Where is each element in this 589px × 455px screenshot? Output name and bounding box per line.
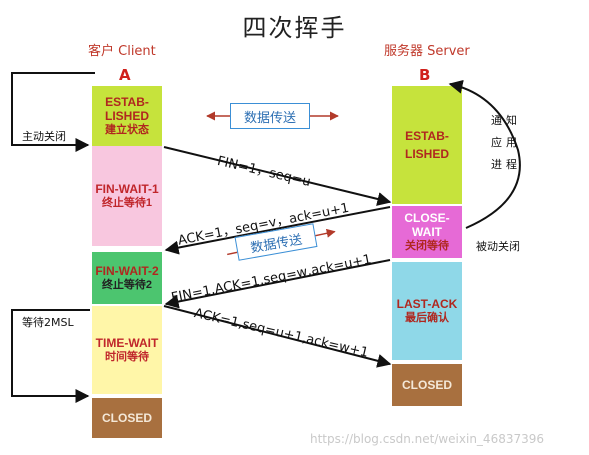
server-state-close-wait-en: CLOSE-WAIT [404,211,450,239]
wait-2msl-loop [11,309,90,403]
server-node-letter: B [419,66,431,84]
notify-char: 通 [491,114,502,127]
notify-char: 进 [491,158,502,171]
client-state-fin-wait-2-en: FIN-WAIT-2 [95,264,159,278]
server-state-last-ack-cn: 最后确认 [405,312,449,324]
watermark: https://blog.csdn.net/weixin_46837396 [310,432,545,446]
client-state-fin-wait-1: FIN-WAIT-1 终止等待1 [92,146,162,246]
client-node-letter: A [119,66,131,84]
client-state-fin-wait-1-en: FIN-WAIT-1 [95,182,159,196]
notify-char: 程 [506,158,517,171]
fin1-arrow [163,146,392,206]
server-state-close-wait-cn: 关闭等待 [405,240,449,252]
ack2-arrow [163,305,392,368]
server-state-closed: CLOSED [392,364,462,406]
active-close-note: 主动关闭 [22,130,66,143]
server-state-established-en: ESTAB-LISHED [404,129,449,161]
client-state-fin-wait-2: FIN-WAIT-2 终止等待2 [92,252,162,304]
client-state-established-cn: 建立状态 [105,124,149,136]
server-state-last-ack: LAST-ACK 最后确认 [392,262,462,360]
notify-char: 知 [506,114,517,127]
active-close-loop [11,72,95,152]
server-state-last-ack-en: LAST-ACK [396,297,458,311]
client-state-time-wait: TIME-WAIT 时间等待 [92,306,162,394]
data-transfer-box-1: 数据传送 [230,103,310,129]
notify-char: 应 [491,136,502,149]
client-state-time-wait-cn: 时间等待 [105,351,149,363]
client-state-fin-wait-2-cn: 终止等待2 [101,279,153,291]
wait-2msl-note: 等待2MSL [22,316,74,329]
diagram-title: 四次挥手 [242,14,347,42]
client-state-established-en: ESTAB-LISHED [104,95,149,123]
server-label: 服务器 Server [384,44,470,59]
client-state-closed: CLOSED [92,398,162,438]
notify-app-note: 通 知 应 用 进 程 [491,110,517,176]
passive-close-loop [448,79,521,229]
client-state-closed-en: CLOSED [101,410,152,425]
passive-close-note: 被动关闭 [476,240,520,253]
client-state-fin-wait-1-cn: 终止等待1 [101,197,153,209]
client-state-established: ESTAB-LISHED 建立状态 [92,86,162,146]
server-state-close-wait: CLOSE-WAIT 关闭等待 [392,206,462,258]
client-label: 客户 Client [88,44,156,59]
server-state-established: ESTAB-LISHED [392,86,462,204]
server-state-closed-en: CLOSED [401,377,452,392]
notify-char: 用 [506,136,517,149]
fin2-arrow [164,259,391,309]
client-state-time-wait-en: TIME-WAIT [95,336,159,350]
